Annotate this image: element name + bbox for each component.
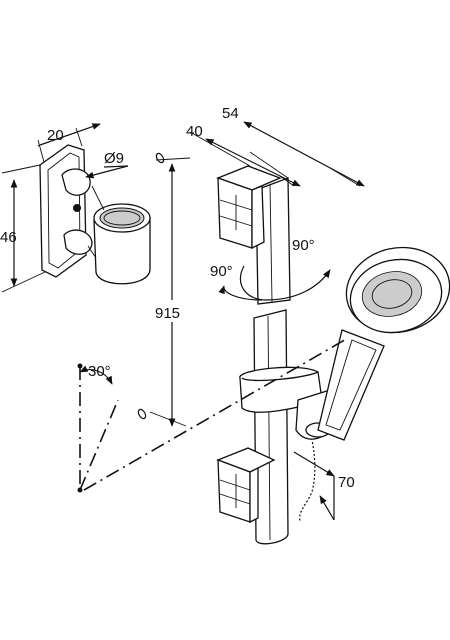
dim-widths: 40 54: [186, 105, 365, 187]
hand-shower: [317, 246, 450, 441]
dim-hose-offset: 70: [293, 451, 355, 521]
rotation-arcs: 90° 90°: [210, 237, 331, 301]
dim-bar-length-label: 915: [155, 305, 180, 322]
dim-holder-height-label: 46: [0, 229, 17, 246]
dim-depth: 20: [37, 123, 101, 163]
rotation-left-label: 90°: [210, 263, 233, 280]
shower-rail: [216, 165, 337, 545]
shower-hose: [298, 439, 317, 523]
dim-width-outer-label: 54: [222, 105, 239, 122]
dim-depth-label: 20: [47, 127, 64, 144]
dim-tilt-label: 30°: [88, 363, 111, 380]
dim-hole-label: Ø9: [104, 150, 124, 167]
dim-holder-height: 46: [0, 164, 46, 293]
rotation-right-label: 90°: [292, 237, 315, 254]
dim-hole: Ø9: [85, 150, 165, 179]
dim-bar-length: 915: [137, 157, 192, 427]
center-axis-line: [83, 337, 349, 491]
wall-holder: [39, 144, 151, 285]
dim-hose-offset-label: 70: [338, 474, 355, 491]
dim-tilt: 30°: [77, 363, 119, 493]
dim-width-inner-label: 40: [186, 123, 203, 140]
